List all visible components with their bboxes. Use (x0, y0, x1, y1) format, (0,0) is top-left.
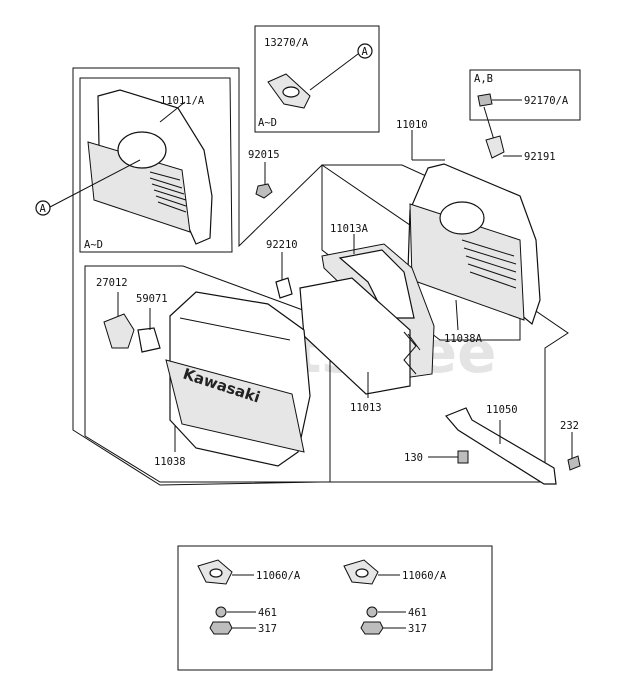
label-11060-left: 11060/A (256, 570, 301, 582)
breather-92191 (485, 135, 505, 159)
label-ab: A,B (474, 73, 493, 85)
gasket-inset-box (254, 25, 380, 133)
label-11011: 11011/A (160, 95, 205, 107)
callout-a-top: A (357, 43, 373, 59)
label-232: 232 (560, 420, 579, 432)
bracket-11050 (444, 407, 557, 485)
label-92015: 92015 (248, 149, 280, 161)
label-11013a: 11013A (330, 223, 369, 235)
label-11050: 11050 (486, 404, 518, 416)
screw-232 (567, 455, 581, 471)
label-317-left: 317 (258, 623, 277, 635)
gasket-13270 (267, 73, 311, 109)
holder-27012 (103, 313, 135, 349)
label-92191: 92191 (524, 151, 556, 163)
label-461-left: 461 (258, 607, 277, 619)
callout-a-left: A (35, 200, 51, 216)
cover-11010 (407, 163, 541, 326)
gasket-kit-right (343, 559, 384, 635)
left-cover-group-outline (79, 77, 233, 253)
label-range-ad-top: A~D (258, 117, 277, 129)
case-group-outline (84, 265, 331, 483)
label-461-right: 461 (408, 607, 427, 619)
bracket-59071 (137, 327, 161, 353)
label-11038: 11038 (154, 456, 186, 468)
label-13270: 13270/A (264, 37, 309, 49)
fitting-inset-box (469, 69, 581, 121)
main-group-outline (72, 67, 569, 486)
label-27012: 27012 (96, 277, 128, 289)
label-11010: 11010 (396, 119, 428, 131)
label-range-ad-left: A~D (84, 239, 103, 251)
clip-92210 (275, 277, 293, 299)
svg-text:A: A (40, 203, 47, 215)
label-59071: 59071 (136, 293, 168, 305)
label-11038a: 11038A (444, 333, 483, 345)
label-317-right: 317 (408, 623, 427, 635)
cover-11011 (87, 89, 213, 245)
label-130: 130 (404, 452, 423, 464)
label-92170: 92170/A (524, 95, 569, 107)
fitting-92170 (477, 93, 493, 107)
label-92210: 92210 (266, 239, 298, 251)
gasket-kit-box (177, 545, 493, 671)
bolt-130 (457, 450, 469, 464)
case-11038: Kawasaki (165, 291, 311, 467)
svg-text:A: A (362, 46, 369, 58)
gasket-kit-left (197, 559, 233, 635)
label-11013: 11013 (350, 402, 382, 414)
label-11060-right: 11060/A (402, 570, 447, 582)
nut-92015 (255, 183, 273, 199)
